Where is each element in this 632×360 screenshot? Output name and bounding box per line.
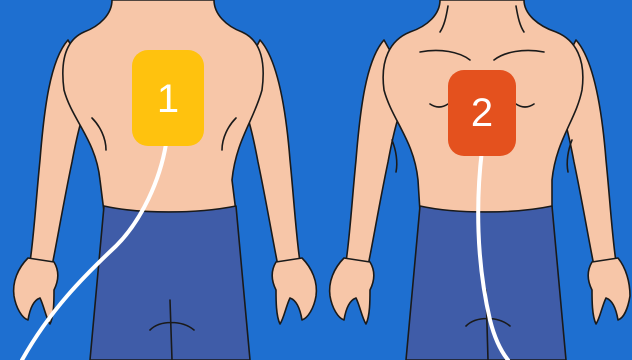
pad-2: 2 bbox=[448, 70, 516, 156]
pad-1: 1 bbox=[132, 50, 204, 146]
shorts-front bbox=[406, 206, 566, 360]
pad-1-label: 1 bbox=[157, 77, 179, 121]
pad-2-label: 2 bbox=[471, 91, 493, 135]
shorts-back bbox=[90, 206, 250, 360]
